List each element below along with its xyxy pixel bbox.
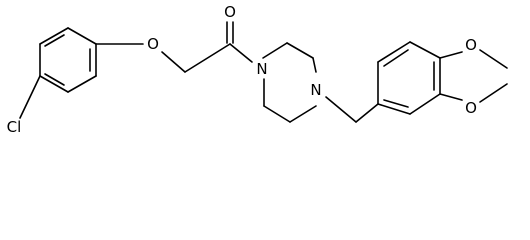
dioxole-ring (439, 49, 508, 103)
chlorophenyl-ring (39, 27, 97, 93)
amine-nitrogen-label: N (310, 81, 321, 99)
benzodioxole-ring (377, 41, 441, 115)
molecule-structure: Cl O O N N O O (7, 3, 508, 136)
c-cl-bond (19, 75, 41, 119)
n-ch2-bond (325, 96, 357, 123)
amide-nitrogen-label: N (256, 60, 267, 78)
carbonyl-oxygen-label: O (224, 3, 236, 21)
dioxole-bottom-oxygen-label: O (465, 99, 477, 117)
ch2-carbonyl-bond (184, 43, 231, 73)
ether-oxygen-label: O (147, 35, 159, 53)
ch2-aryl-bond (355, 103, 379, 123)
o-ch2-bond (161, 51, 186, 73)
carbonyl-n-bond (229, 43, 253, 63)
chlorine-atom-label: Cl (7, 118, 22, 136)
piperazine-ring (262, 42, 317, 123)
dioxole-top-oxygen-label: O (465, 36, 477, 54)
